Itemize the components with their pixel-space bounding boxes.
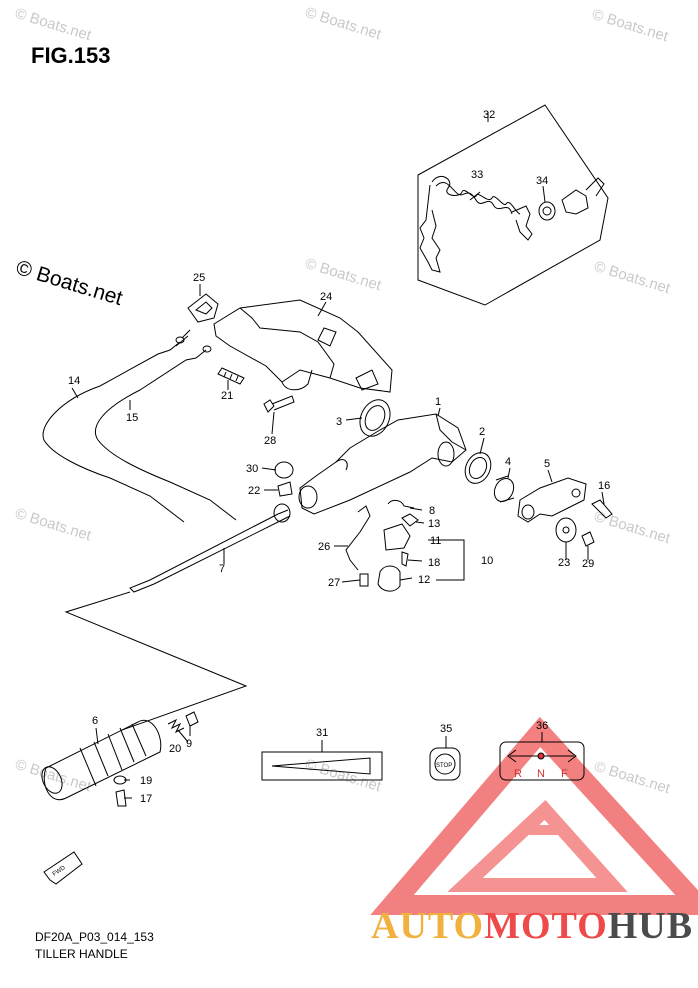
callout-29: 29 <box>582 558 594 570</box>
callout-15: 15 <box>126 412 138 424</box>
callout-30: 30 <box>246 463 258 475</box>
brand-part-hub: HUB <box>607 905 694 947</box>
callout-31: 31 <box>316 727 328 739</box>
callout-35: 35 <box>440 723 452 735</box>
figure-title: FIG.153 <box>31 43 111 68</box>
model-code: DF20A_P03_014_153 <box>35 930 154 944</box>
callout-13: 13 <box>428 518 440 530</box>
callout-6: 6 <box>92 715 98 727</box>
fwd-arrow-text: FWD <box>52 865 67 878</box>
shift-decal-r: R <box>514 768 522 780</box>
callout-2: 2 <box>479 426 485 438</box>
callout-9: 9 <box>186 738 192 750</box>
callout-22: 22 <box>248 485 260 497</box>
figure-caption: TILLER HANDLE <box>35 947 128 961</box>
shift-decal-n: N <box>537 768 545 780</box>
callout-26: 26 <box>318 541 330 553</box>
callout-7: 7 <box>219 563 225 575</box>
brand-part-auto: AUTO <box>371 905 485 947</box>
stop-decal-text: STOP <box>436 763 452 769</box>
callout-5: 5 <box>544 458 550 470</box>
callout-27: 27 <box>328 577 340 589</box>
callout-36: 36 <box>536 720 548 732</box>
callout-10: 10 <box>481 555 493 567</box>
callout-20: 20 <box>169 743 181 755</box>
callout-34: 34 <box>536 175 548 187</box>
callout-25: 25 <box>193 272 205 284</box>
callout-3: 3 <box>336 416 342 428</box>
callout-32: 32 <box>483 109 495 121</box>
callout-18: 18 <box>428 557 440 569</box>
callout-12: 12 <box>418 574 430 586</box>
shift-decal-f: F <box>561 768 568 780</box>
brand-part-moto: MOTO <box>484 905 608 947</box>
callout-1: 1 <box>435 396 441 408</box>
callout-14: 14 <box>68 375 80 387</box>
callout-28: 28 <box>264 435 276 447</box>
callout-33: 33 <box>471 169 483 181</box>
callout-24: 24 <box>320 291 332 303</box>
callout-17: 17 <box>140 793 152 805</box>
callout-16: 16 <box>598 480 610 492</box>
automotohub-logo: AUTOMOTOHUB <box>371 904 693 948</box>
callout-8: 8 <box>429 505 435 517</box>
callout-11: 11 <box>430 535 441 547</box>
callout-4: 4 <box>505 456 511 468</box>
callout-21: 21 <box>221 390 233 402</box>
callout-23: 23 <box>558 557 570 569</box>
callout-19: 19 <box>140 775 152 787</box>
